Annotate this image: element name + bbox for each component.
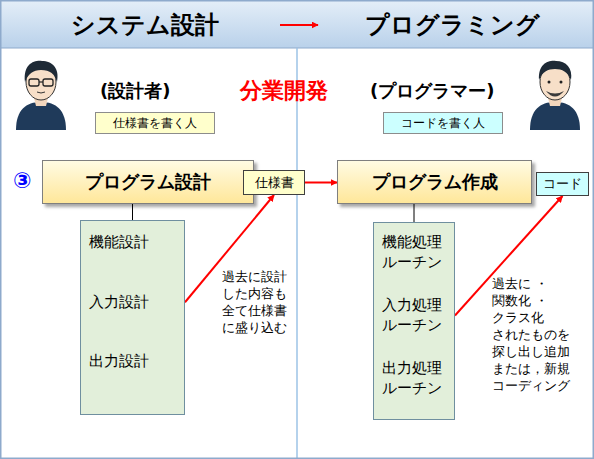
role-box: 仕様書を書く人 — [95, 112, 215, 134]
heading-label: 分業開発 — [240, 76, 328, 106]
connector-line — [414, 204, 415, 222]
box-text: システム設計 — [71, 11, 219, 40]
programmer-figure — [530, 61, 580, 130]
list-item: 出力設計 — [89, 352, 149, 372]
divider-line — [296, 48, 298, 459]
box-text: コード — [543, 176, 582, 192]
item-list-box: 機能設計入力設計出力設計 — [80, 220, 185, 415]
list-item: 機能処理ルーチン — [382, 233, 442, 272]
code-box: コード — [536, 172, 589, 196]
document-box: 仕様書 — [243, 170, 305, 195]
list-item: 出力処理ルーチン — [382, 359, 442, 398]
callout-number: ③ — [13, 168, 32, 193]
box-text: コードを書く人 — [401, 116, 485, 130]
box-text: プログラム作成 — [372, 171, 498, 193]
header-cell: プログラミング — [318, 4, 586, 46]
role-box: コードを書く人 — [383, 112, 503, 134]
box-text: 仕様書 — [255, 175, 294, 191]
note-text: 過去に ・関数化 ・クラス化 されたものを 探し出し追加 または，新規 コーディ… — [492, 275, 578, 394]
process-box: プログラム設計 — [42, 160, 254, 204]
arrow-connector — [305, 182, 337, 184]
designer-figure — [16, 61, 66, 130]
list-item: 機能設計 — [89, 233, 149, 253]
role-label: (設計者) — [100, 79, 170, 103]
process-box: プログラム作成 — [337, 160, 532, 204]
box-text: プログラミング — [365, 11, 540, 40]
box-text: プログラム設計 — [85, 171, 211, 193]
header-cell: システム設計 — [10, 4, 280, 46]
list-item: 入力処理ルーチン — [382, 296, 442, 335]
role-label: (プログラマー) — [370, 79, 494, 103]
header-band — [0, 0, 594, 48]
arrow-connector — [280, 24, 318, 26]
connector-line — [132, 204, 133, 220]
note-text: 過去に設計した内容も全て仕様書に盛り込む — [222, 268, 287, 336]
box-text: 仕様書を書く人 — [113, 116, 197, 130]
item-list-box: 機能処理ルーチン入力処理ルーチン出力処理ルーチン — [373, 222, 455, 420]
list-item: 入力設計 — [89, 293, 149, 313]
